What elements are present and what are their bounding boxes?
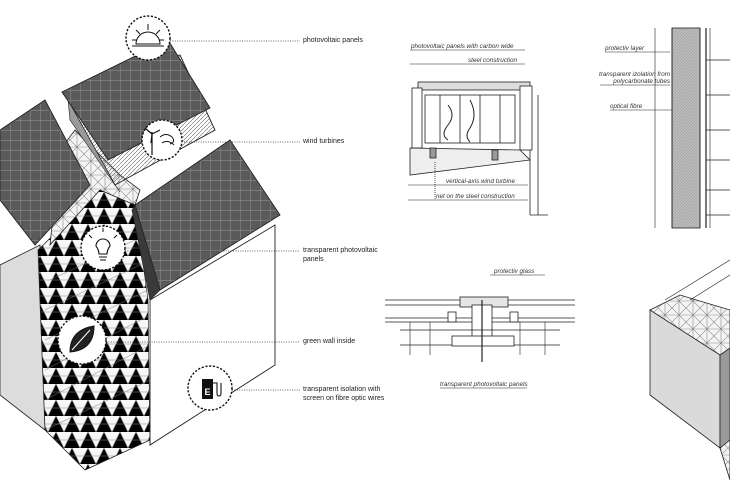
turbine-housing-side [67, 99, 121, 193]
sun-icon [125, 15, 171, 61]
detail-wall-axonometric [649, 259, 730, 480]
leader-lines [106, 40, 300, 391]
leaf-icon [57, 315, 107, 365]
label-transparent-pv-line2: panels [303, 256, 324, 263]
label-green-wall: green wall inside [303, 338, 356, 345]
label-transparent-pv-panels: transparent photovoltaic panels [440, 381, 528, 388]
wind-turbine-icon [141, 119, 183, 161]
top-pv-roof [61, 39, 211, 161]
label-wind-turbines: wind turbines [303, 138, 345, 145]
label-transparent-isolation-line2: screen on fibre optic wires [303, 395, 385, 402]
left-wall [0, 244, 46, 431]
icons: E [57, 15, 233, 411]
label-transparent-isolation-line1: transparent isolation with [303, 386, 381, 393]
label-isolation-line1: transparent izolation from [598, 71, 670, 78]
label-pv-carbon: photovoltaic panels with carbon wide [411, 43, 514, 50]
charging-station-icon: E [187, 365, 233, 411]
label-photovoltaic-panels: photovoltaic panels [303, 37, 363, 44]
label-steel-construction: steel construction [468, 57, 518, 64]
detail-glass-section [385, 274, 575, 389]
label-isolation-line2: polycarbonate tubes [613, 78, 670, 85]
detail-wall-section [600, 27, 730, 229]
detail-turbine-section [408, 49, 548, 216]
light-bulb-icon [80, 225, 126, 271]
label-net-steel: net on the steel construction [436, 193, 515, 200]
right-pv-roof-edge [131, 204, 161, 301]
left-pv-roof [0, 99, 91, 246]
label-protective-layer: protectiv layer [605, 45, 645, 52]
isometric-building [0, 39, 281, 471]
label-transparent-pv-line1: transparent photovoltaic [303, 247, 378, 254]
charging-icon-glyph: E [205, 387, 211, 397]
label-vertical-axis-turbine: vertical-axis wind turbine [446, 178, 515, 185]
label-protective-glass: protectiv glass [494, 268, 535, 275]
label-optical-fibre: optical fibre [610, 103, 643, 110]
